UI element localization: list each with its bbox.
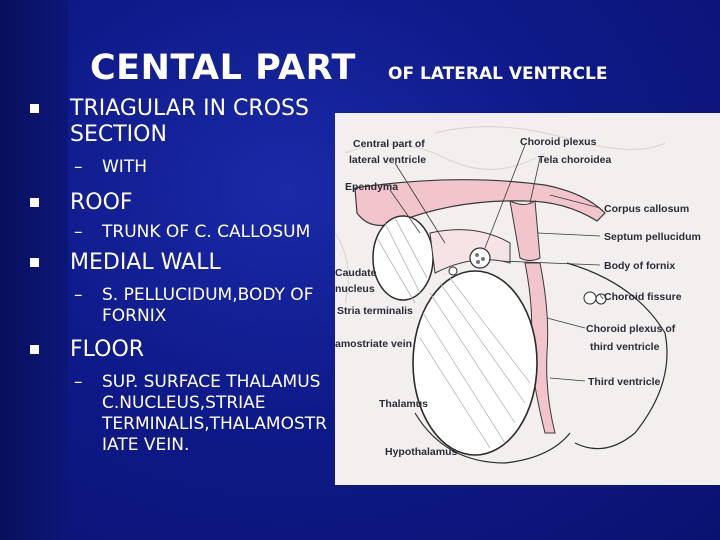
bullet-square-icon [30,198,39,207]
label-caudate: Caudate [335,267,377,279]
label-choroid-plexus-third: Choroid plexus of [586,323,676,335]
bullet-square-icon [30,345,39,354]
sub-bullet-text: WITH [102,157,147,177]
sub-bullet-roof: – TRUNK OF C. CALLOSUM [74,222,311,242]
sub-bullet-text: IATE VEIN. [102,435,190,455]
label-corpus-callosum: Corpus callosum [604,203,689,215]
sub-bullet-with: – WITH [74,157,147,177]
label-tela-choroidea: Tela choroidea [538,154,611,166]
bullet-text: MEDIAL WALL [70,250,221,275]
label-thalamostriate-vein: amostriate vein [335,338,412,350]
bullet-roof: ROOF [30,190,133,216]
bullet-text: FLOOR [70,337,145,362]
bullet-text: SECTION [70,122,167,147]
bullet-square-icon [30,258,39,267]
label-stria-terminalis: Stria terminalis [337,305,413,317]
bullet-medial-wall: MEDIAL WALL [30,250,221,276]
label-third-ventricle-plexus: third ventricle [590,341,660,353]
sub-bullet-text: C.NUCLEUS,STRIAE [102,393,266,413]
slide-title: CENTAL PART [90,48,356,88]
sub-bullet-text: TERMINALIS,THALAMOSTR [102,414,327,434]
bullet-text: TRIAGULAR IN CROSS [70,96,309,121]
sub-bullet-text: FORNIX [102,306,167,326]
sub-bullet-floor: – SUP. SURFACE THALAMUS C.NUCLEUS,STRIAE… [74,372,327,455]
left-decorative-band [0,0,68,540]
anatomy-figure: Central part of lateral ventricle Choroi… [335,113,720,485]
lateral-ventricle-diagram: Central part of lateral ventricle Choroi… [335,126,701,464]
sub-bullet-text: SUP. SURFACE THALAMUS [102,372,321,392]
label-third-ventricle: Third ventricle [588,376,661,388]
bullet-square-icon [30,104,39,113]
label-septum-pellucidum: Septum pellucidum [604,231,701,243]
label-choroid-plexus: Choroid plexus [520,136,597,148]
label-thalamus: Thalamus [379,398,428,410]
label-lateral-ventricle: lateral ventricle [349,154,426,166]
thalamus-shape [412,270,538,456]
sub-bullet-medial-wall: – S. PELLUCIDUM,BODY OF FORNIX [74,285,314,326]
caudate-nucleus-shape [372,215,434,301]
slide-title-subtitle: OF LATERAL VENTRCLE [388,64,608,84]
sub-bullet-text: S. PELLUCIDUM,BODY OF [102,285,314,305]
label-ependyma: Ependyma [345,181,398,193]
label-central-part: Central part of [353,138,425,150]
label-body-of-fornix: Body of fornix [604,260,675,272]
bullet-cross-section: TRIAGULAR IN CROSS SECTION [30,96,309,148]
label-caudate-nucleus: nucleus [335,283,375,295]
bullet-text: ROOF [70,190,133,215]
sub-bullet-text: TRUNK OF C. CALLOSUM [102,222,311,242]
label-choroid-fissure: Choroid fissure [604,291,682,303]
label-hypothalamus: Hypothalamus [385,446,458,458]
bullet-floor: FLOOR [30,337,145,363]
